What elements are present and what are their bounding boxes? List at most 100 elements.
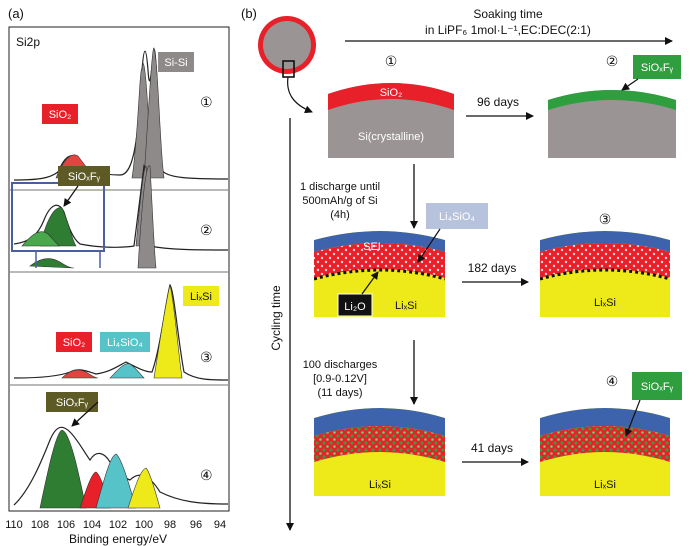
si-core-2	[548, 90, 676, 158]
spectrum-1: Si-Si SiO₂ ①	[13, 47, 229, 181]
sioxfy-dots-4b	[540, 426, 670, 462]
soaking-title: Soaking time	[473, 7, 543, 21]
arrow-sioxfy-4	[71, 401, 99, 427]
tag-sio2-3	[56, 332, 92, 352]
x-tick-96: 96	[190, 519, 202, 531]
label-sioxfy-2: SiOₓFᵧ	[68, 171, 101, 183]
li4sio4-dots-3b	[540, 243, 670, 278]
particle-zoom-box	[282, 60, 295, 78]
x-tick-100: 100	[135, 519, 153, 531]
step-4a-illustration: LiₓSi	[314, 408, 445, 496]
step-4-num: ④	[200, 467, 213, 483]
spectrum-frame	[8, 26, 230, 512]
sei-layer-3a	[314, 231, 445, 252]
li4sio4-dots-3a	[314, 243, 445, 278]
lixsi-label-3b: LiₓSi	[594, 297, 616, 309]
tag-lixsi-3	[183, 286, 219, 306]
peak-si-si-b	[143, 47, 165, 179]
step-4b-illustration: ④ SiOₓFᵧ LiₓSi	[540, 372, 682, 496]
particle-core	[263, 21, 311, 69]
arrow-sioxfy-b4	[624, 399, 641, 437]
spectrum-2: SiOₓFᵧ ②	[11, 163, 229, 269]
sei-layer-4b	[540, 408, 670, 436]
soaking-subtitle: in LiPF₆ 1mol·L⁻¹,EC:DEC(2:1)	[425, 23, 591, 37]
step-3b-num: ③	[599, 211, 612, 227]
x-axis-label: Binding energy/eV	[69, 532, 167, 546]
x-tick-104: 104	[83, 519, 101, 531]
tag-sioxfy-2	[58, 166, 110, 186]
step-3-num: ③	[200, 349, 213, 365]
label-sio2-3: SiO₂	[63, 337, 86, 349]
tag-sioxfy-4	[46, 392, 98, 412]
discharge100-line2: [0.9-0.12V]	[313, 373, 367, 385]
sei-layer-4a	[314, 408, 445, 436]
peak-sio2-3	[61, 369, 99, 379]
peak-li4sio4-3	[109, 363, 145, 379]
arrow-li4sio4-b	[417, 228, 441, 263]
panel-b: (b) Soaking time in LiPF₆ 1mol·L⁻¹,EC:DE…	[241, 6, 682, 531]
x-tick-106: 106	[57, 519, 75, 531]
discharge100-line1: 100 discharges	[303, 359, 378, 371]
fit-curve-4	[13, 426, 229, 506]
sioxfy-dots-4a	[314, 426, 445, 462]
lixsi-label-4a: LiₓSi	[369, 479, 391, 491]
label-lixsi-3: LiₓSi	[190, 291, 212, 303]
arrow-41-label: 41 days	[471, 441, 513, 455]
label-sioxfy-b2: SiOₓFᵧ	[641, 62, 674, 74]
step-3b-illustration: ③ LiₓSi	[540, 211, 670, 317]
arrow-sioxfy-2	[63, 185, 79, 207]
sioxfy-coating-2	[548, 90, 676, 110]
panel-a-label: (a)	[8, 6, 24, 21]
step-1-illustration: ① SiO₂ Si(crystalline)	[328, 53, 454, 158]
sio2-coating	[328, 83, 454, 110]
particle-zoom-arrow	[287, 76, 313, 114]
x-tick-98: 98	[164, 519, 176, 531]
cycling-label: Cycling time	[269, 285, 283, 351]
arrow-sioxfy-b2	[621, 78, 639, 91]
discharge1-line3: (4h)	[330, 209, 350, 221]
lixsi-label-4b: LiₓSi	[594, 479, 616, 491]
tag-sioxfy-b4	[632, 372, 682, 400]
tag-li2o	[337, 293, 373, 317]
label-li4sio4-b: Li₄SiO₄	[439, 211, 475, 223]
x-tick-102: 102	[109, 519, 127, 531]
peak-sioxfy-4	[39, 429, 87, 509]
step-2-num: ②	[606, 53, 619, 69]
step-2-num: ②	[200, 222, 213, 238]
peak-lixsi-3	[153, 283, 183, 379]
x-axis: 110 108 106 104 102 100 98 96 94 Binding…	[5, 519, 226, 546]
label-sioxfy-4: SiOₓFᵧ	[56, 397, 89, 409]
discharge100-line3: (11 days)	[317, 387, 362, 399]
li2o-dots-3b	[540, 268, 670, 281]
label-sio2-1: SiO₂	[49, 109, 72, 121]
step-4b-num: ④	[606, 373, 619, 389]
tag-li4sio4-3	[100, 332, 150, 352]
x-tick-110: 110	[5, 519, 23, 531]
x-tick-94: 94	[214, 519, 226, 531]
step-1-num: ①	[385, 53, 398, 69]
peak-sioxfy-2b	[21, 231, 61, 247]
spectrum-4: SiOₓFᵧ ④	[13, 392, 229, 509]
sei-label: SEI	[363, 241, 381, 253]
step-2-illustration: ② SiOₓFᵧ	[548, 53, 681, 158]
peak-si-si-2-lower	[137, 165, 157, 269]
sio2-coating-label: SiO₂	[380, 87, 403, 99]
step-1-num: ①	[200, 94, 213, 110]
x-tick-108: 108	[31, 519, 49, 531]
label-li2o: Li₂O	[344, 301, 366, 313]
spectrum-3: LiₓSi SiO₂ Li₄SiO₄ ③	[13, 283, 229, 381]
discharge1-line1: 1 discharge until	[300, 181, 380, 193]
panel-b-label: (b)	[241, 6, 257, 21]
arrow-li2o	[361, 271, 379, 295]
tag-si-si	[158, 52, 194, 72]
panel-a: (a) Si2p Si-Si SiO₂ ① S	[5, 6, 230, 546]
tag-sioxfy-b2	[633, 55, 681, 79]
peak-lixsi-4	[127, 467, 161, 509]
si-core-label: Si(crystalline)	[358, 131, 424, 143]
peak-sioxfy-2-lower	[29, 258, 75, 269]
li2o-dots-3a	[314, 268, 445, 281]
label-sioxfy-b4: SiOₓFᵧ	[641, 381, 674, 393]
label-si-si: Si-Si	[164, 57, 187, 69]
arrow-96-label: 96 days	[477, 95, 519, 109]
